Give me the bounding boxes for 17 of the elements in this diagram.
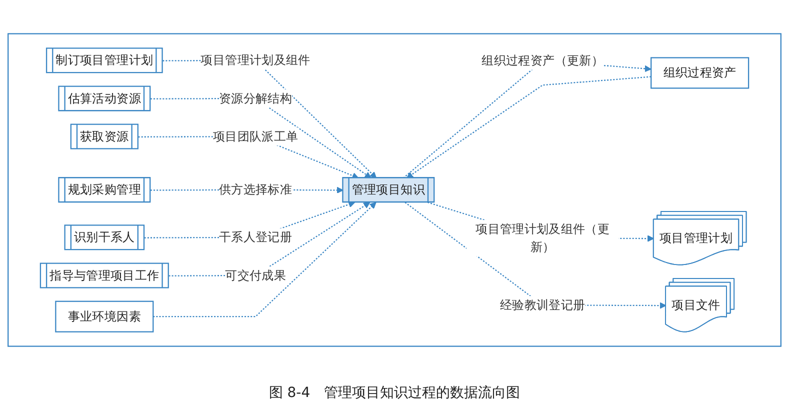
edge-label: 资源分解结构 — [219, 90, 292, 106]
node-box: 事业环境因素 — [55, 300, 154, 332]
node-box: 组织过程资产 — [650, 57, 750, 89]
edge-label: 干系人登记册 — [219, 230, 292, 244]
edge-label: 组织过程资产（更新） — [482, 53, 604, 68]
edge-label: 可交付成果 — [225, 268, 286, 282]
edge-label: 经验教训登记册 — [500, 298, 586, 312]
arrow — [150, 98, 372, 178]
arrow — [153, 202, 376, 318]
cluster — [8, 33, 782, 347]
edge-label: 供方选择标准 — [219, 182, 292, 197]
arrow — [162, 60, 377, 178]
edge-label: 项目管理计划及组件 — [200, 52, 310, 68]
edge-label: 项目管理计划及组件（更新） — [476, 221, 610, 254]
edge-label: 项目团队派工单 — [212, 128, 298, 144]
arrow — [168, 202, 370, 276]
figure-caption: 图 8-4 管理项目知识过程的数据流向图 — [268, 384, 520, 402]
